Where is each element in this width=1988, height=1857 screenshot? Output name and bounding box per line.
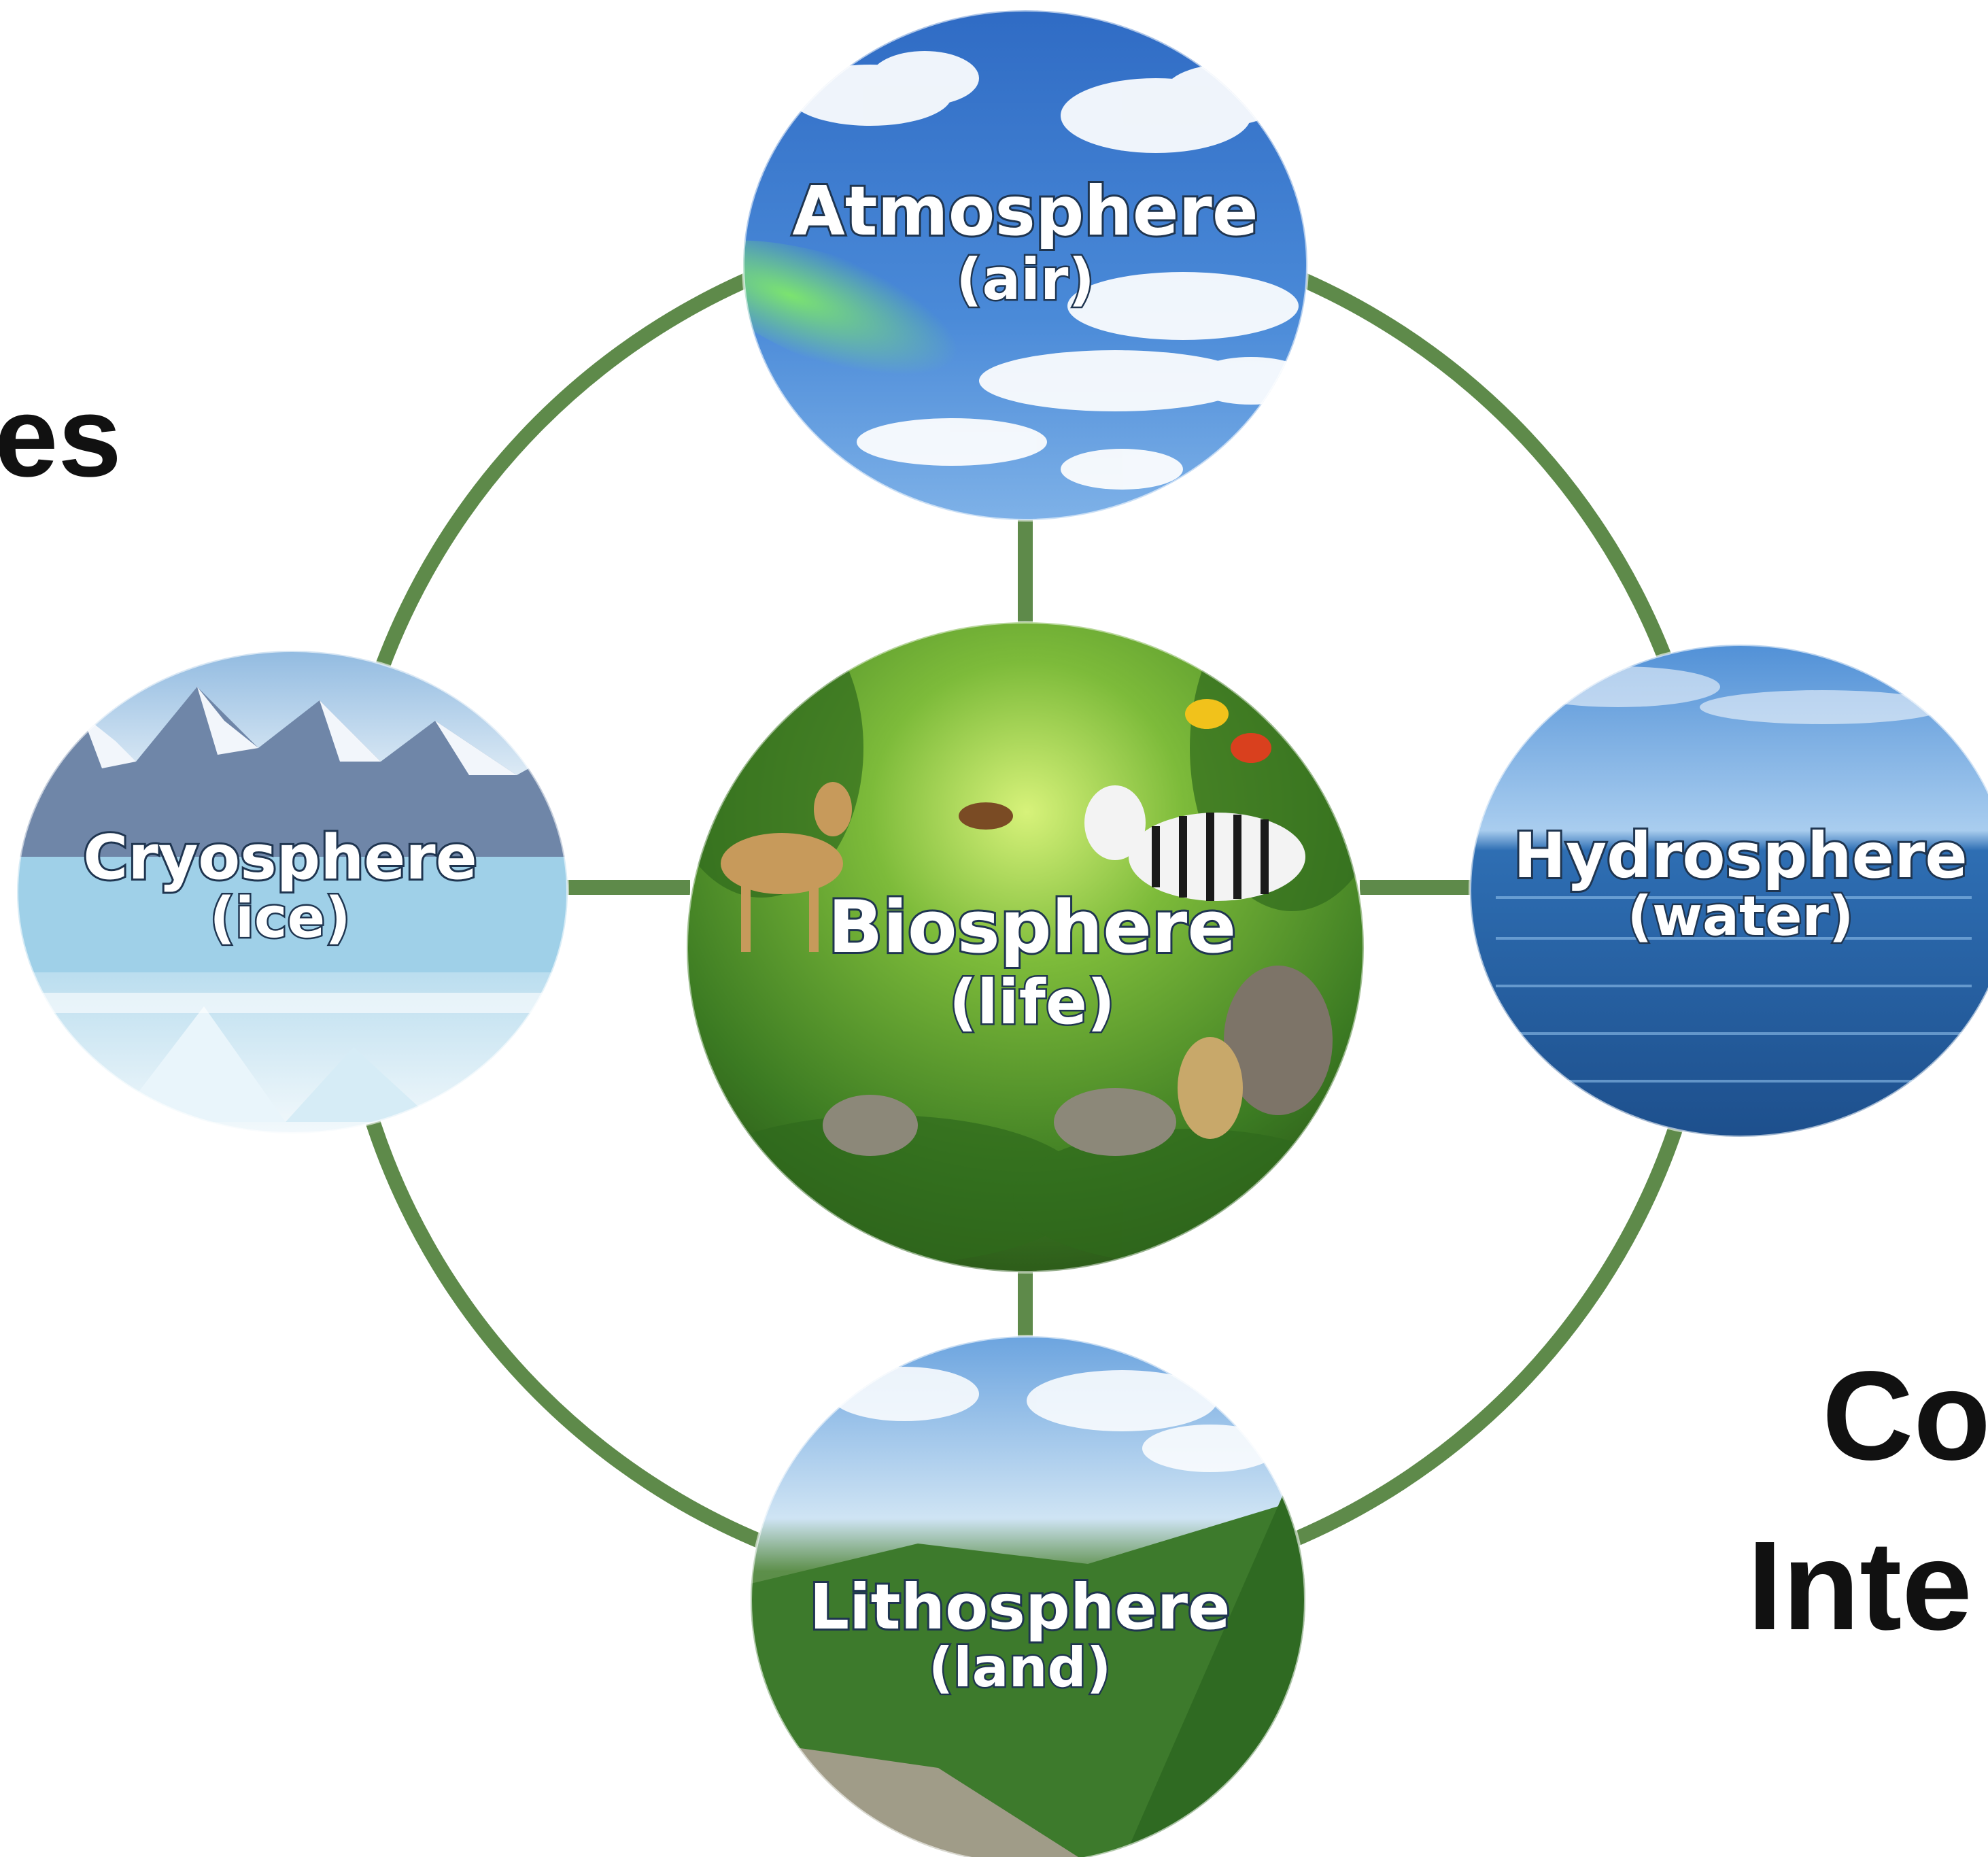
monkey-figure: [1224, 966, 1333, 1115]
right-title-fragment-line1: Co: [1822, 1346, 1988, 1486]
cryosphere-sphere: Cryosphere (ice): [16, 649, 569, 1135]
brown-bird-figure: [959, 802, 1013, 830]
right-title-fragment-line2: Inte: [1747, 1516, 1972, 1656]
lithosphere-sphere: Lithosphere (land): [749, 1335, 1307, 1857]
hydrosphere-subtitle: (water): [1628, 885, 1854, 948]
lithosphere-title: Lithosphere: [809, 1571, 1230, 1643]
biosphere-subtitle: (life): [949, 967, 1115, 1038]
zebra-figure: [1084, 785, 1305, 901]
cryosphere-subtitle: (ice): [209, 886, 350, 951]
lithosphere-subtitle: (land): [929, 1636, 1112, 1699]
atmosphere-title: Atmosphere: [792, 171, 1258, 251]
red-bird-figure: [1231, 733, 1271, 763]
squirrel-figure: [1178, 1037, 1243, 1139]
left-title-fragment: es: [0, 373, 122, 500]
hydrosphere-title: Hydrosphere: [1513, 819, 1968, 892]
atmosphere-subtitle: (air): [956, 246, 1095, 313]
biosphere-sphere: Biosphere (life): [685, 621, 1365, 1274]
deer-figure: [721, 782, 852, 952]
atmosphere-sphere: Atmosphere (air): [742, 9, 1309, 522]
yellow-bird-figure: [1185, 699, 1229, 729]
hydrosphere-sphere: Hydrosphere (water): [1469, 643, 1988, 1138]
biosphere-title: Biosphere: [828, 885, 1236, 969]
cryosphere-title: Cryosphere: [83, 822, 477, 893]
